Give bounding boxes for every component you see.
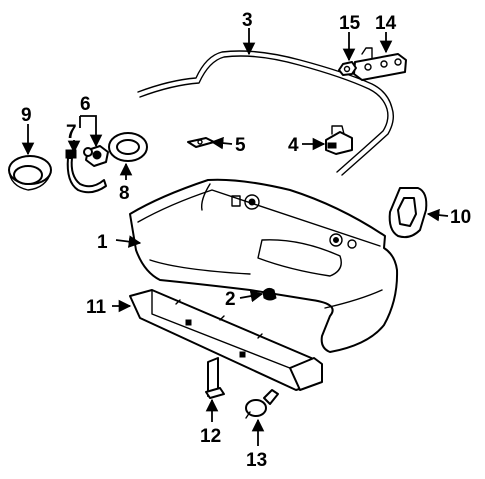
callout-2: 2 xyxy=(225,289,236,310)
part-3-weatherstrip xyxy=(137,50,395,176)
leader-1 xyxy=(115,235,142,248)
callout-14: 14 xyxy=(375,13,397,34)
leader-5 xyxy=(210,136,233,150)
part-1-panel xyxy=(129,178,399,353)
callout-5: 5 xyxy=(235,135,246,156)
part-11-reinforcement xyxy=(129,289,323,391)
callout-12: 12 xyxy=(200,426,221,447)
callout-13: 13 xyxy=(246,450,267,471)
part-12-bracket xyxy=(205,357,225,399)
leader-6a xyxy=(80,115,103,148)
callout-3: 3 xyxy=(242,10,253,31)
part-6-bumper xyxy=(83,145,109,167)
callout-15: 15 xyxy=(339,13,361,34)
part-5-bracket xyxy=(187,137,215,148)
part-13-bolt xyxy=(245,389,279,419)
callout-6: 6 xyxy=(80,94,91,115)
part-4-latch xyxy=(325,125,353,155)
callout-1: 1 xyxy=(97,232,108,253)
part-2-clip xyxy=(262,287,277,301)
callout-4: 4 xyxy=(288,135,299,156)
part-9-grommet xyxy=(8,155,52,191)
callout-labels: 1 2 3 4 5 6 7 8 9 10 11 12 13 14 15 xyxy=(21,10,471,471)
callout-11: 11 xyxy=(86,297,107,318)
callout-8: 8 xyxy=(119,183,130,204)
leader-10 xyxy=(426,208,449,222)
part-15-nut xyxy=(338,61,357,76)
callout-7: 7 xyxy=(66,122,77,143)
part-10-gasket xyxy=(388,187,428,239)
callout-10: 10 xyxy=(450,207,471,228)
callout-9: 9 xyxy=(21,105,32,126)
part-8-ring xyxy=(108,132,148,162)
leader-2 xyxy=(239,289,264,303)
leader-lines xyxy=(21,28,449,446)
part-14-hinge xyxy=(353,47,407,81)
